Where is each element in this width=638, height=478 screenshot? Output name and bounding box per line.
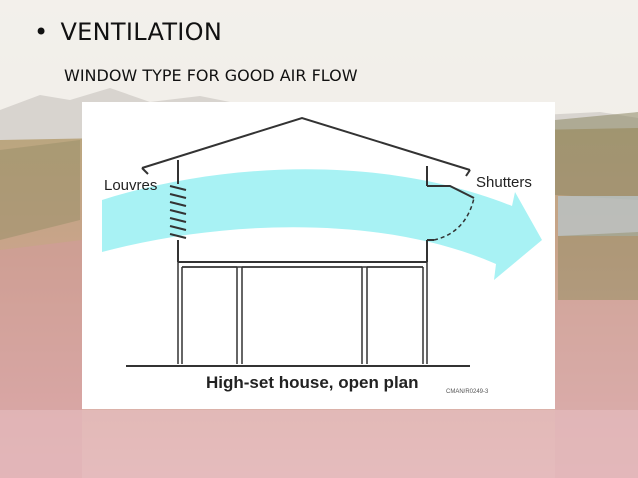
louvre-slats xyxy=(169,185,187,239)
shutter-hood xyxy=(427,185,475,199)
stilts xyxy=(177,262,428,364)
slide-heading: • VENTILATION xyxy=(34,18,222,46)
roof-outline xyxy=(141,116,471,171)
shutters-label: Shutters xyxy=(476,174,532,191)
roof-eave-right xyxy=(465,169,471,177)
louvres-label: Louvres xyxy=(104,177,158,194)
bullet-point: • xyxy=(34,18,49,46)
slide-subheading: WINDOW TYPE FOR GOOD AIR FLOW xyxy=(64,66,358,85)
airflow-arrow xyxy=(102,169,542,280)
roof-eave-left xyxy=(141,167,149,175)
heading-text: VENTILATION xyxy=(60,18,223,46)
ventilation-diagram: Louvres Shutters High-set house, open pl… xyxy=(82,102,555,409)
diagram-caption: High-set house, open plan xyxy=(206,373,419,392)
figure-code: CMAN/R0249-3 xyxy=(446,389,489,395)
house-airflow-drawing xyxy=(102,116,542,367)
